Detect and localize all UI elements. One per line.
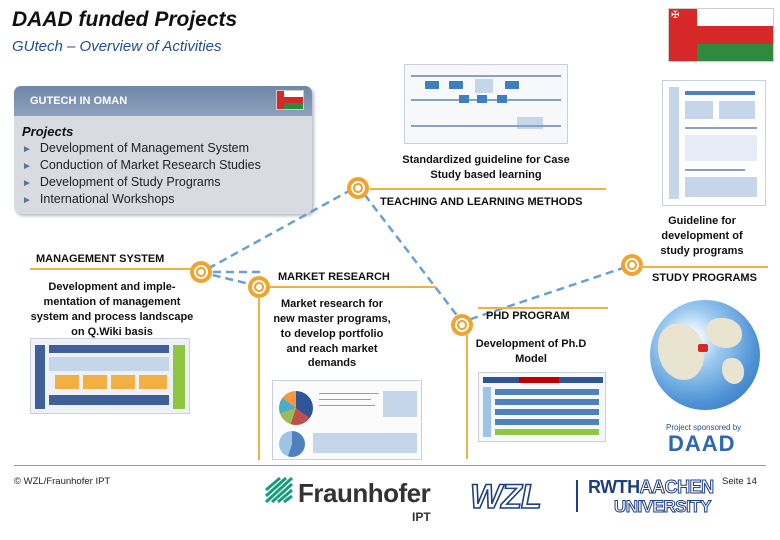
- project-item: ►Conduction of Market Research Studies: [22, 158, 261, 172]
- teaching-node-icon: [347, 177, 369, 199]
- project-item: ►Development of Management System: [22, 141, 250, 155]
- triangle-bullet-icon: ►: [22, 178, 32, 189]
- oman-flag-small-icon: [276, 90, 304, 110]
- teaching-description: Standardized guideline for Case Study ba…: [402, 154, 570, 181]
- market-vertical-line: [258, 296, 260, 460]
- ipt-logo-text: IPT: [412, 510, 431, 524]
- daad-sponsor-label: Project sponsored by: [666, 423, 742, 432]
- phd-underline: [478, 307, 608, 309]
- process-landscape-thumbnail: [30, 338, 190, 414]
- daad-logo: DAAD: [668, 431, 736, 456]
- oman-flag-icon: ✠: [668, 8, 774, 62]
- phd-node-icon: [451, 314, 473, 336]
- study-node-icon: [621, 254, 643, 276]
- oman-marker-icon: [698, 344, 708, 352]
- phd-model-thumbnail: [478, 372, 606, 442]
- copyright-text: © WZL/Fraunhofer IPT: [14, 476, 111, 487]
- page-number: Seite 14: [722, 476, 757, 487]
- wzl-logo: WZL: [469, 477, 542, 517]
- phd-vertical-line: [466, 335, 468, 459]
- triangle-bullet-icon: ►: [22, 144, 32, 155]
- market-underline: [270, 286, 436, 288]
- fraunhofer-logo-text: Fraunhofer: [298, 478, 431, 508]
- market-charts-thumbnail: [272, 380, 422, 460]
- project-item: ►International Workshops: [22, 192, 175, 206]
- fraunhofer-logo-icon: [264, 476, 294, 504]
- triangle-bullet-icon: ►: [22, 161, 32, 172]
- management-description: Development and imple-mentation of manag…: [30, 281, 194, 338]
- page-subtitle: GUtech – Overview of Activities: [12, 38, 222, 55]
- rwth-logo: RWTHAACHEN: [588, 477, 715, 497]
- rwth-university-text: UNIVERSITY: [613, 497, 712, 517]
- gutech-panel-header: [14, 86, 312, 116]
- market-description: Market research for new master programs,…: [273, 298, 391, 370]
- case-study-diagram-thumbnail: [404, 64, 568, 144]
- gutech-panel-label: GUTECH IN OMAN: [30, 95, 128, 107]
- market-heading: MARKET RESEARCH: [278, 271, 390, 283]
- market-node-icon: [248, 276, 270, 298]
- page-title: DAAD funded Projects: [12, 8, 238, 31]
- management-node-icon: [190, 261, 212, 283]
- project-item: ►Development of Study Programs: [22, 175, 221, 189]
- projects-title: Projects: [22, 124, 74, 139]
- triangle-bullet-icon: ►: [22, 195, 32, 206]
- teaching-heading: TEACHING AND LEARNING METHODS: [380, 196, 583, 208]
- study-description: Guideline for development of study progr…: [660, 215, 744, 257]
- study-underline: [640, 266, 768, 268]
- phd-heading: PHD PROGRAM: [486, 310, 570, 322]
- management-heading: MANAGEMENT SYSTEM: [36, 253, 165, 265]
- logo-divider: [576, 480, 578, 512]
- phd-description: Development of Ph.D Model: [475, 338, 587, 365]
- globe-icon: [650, 300, 760, 410]
- study-heading: STUDY PROGRAMS: [652, 272, 757, 284]
- footer-divider: [14, 465, 766, 466]
- study-guideline-thumbnail: [662, 80, 766, 206]
- teaching-underline: [370, 188, 606, 190]
- management-underline: [30, 268, 194, 270]
